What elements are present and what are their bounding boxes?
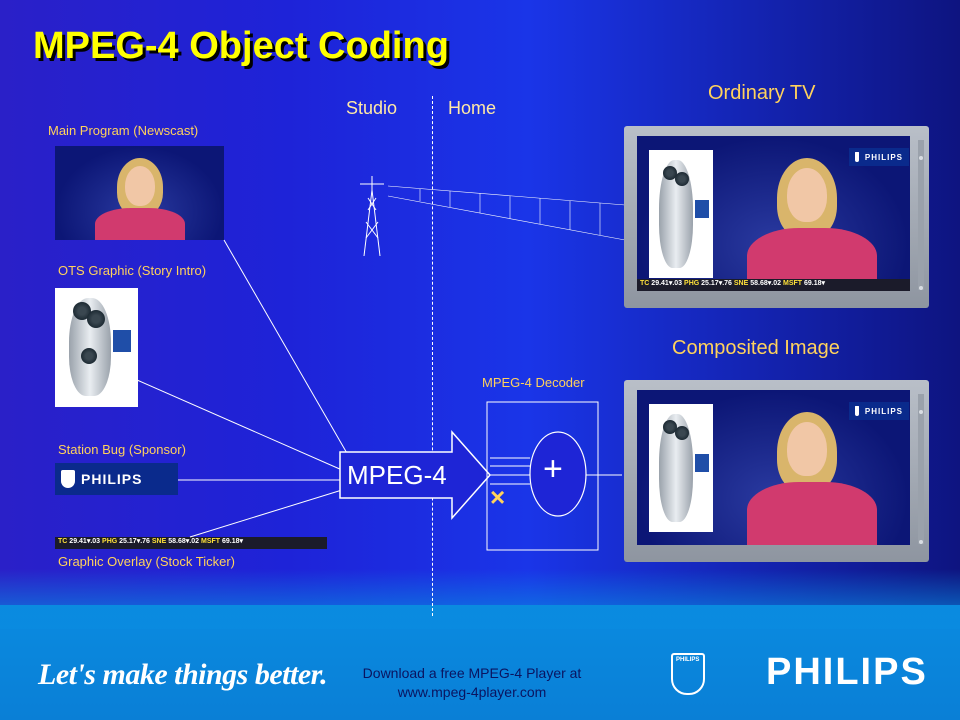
compositor-plus-icon: + (543, 450, 563, 488)
crest-wordmark: PHILIPS (676, 657, 700, 663)
ticker-value: 58.68 (750, 280, 768, 287)
composited-image-label: Composited Image (672, 337, 840, 359)
tv-station-bug: PHILIPS (849, 148, 909, 166)
ots-graphic-label: OTS Graphic (Story Intro) (58, 263, 207, 278)
ticker-value: 58.68 (168, 538, 186, 545)
product-box (695, 454, 709, 472)
ordinary-tv-screen: PHILIPS TC 29.41▾.03 PHG 25.17▾.76 SNE 5… (637, 136, 910, 291)
compositor-times-icon: × (490, 482, 506, 512)
shaver-head (87, 310, 105, 328)
mpeg4-encoder-arrow (339, 430, 492, 520)
ticker-change: .76 (722, 280, 732, 287)
philips-shield-icon (855, 152, 859, 162)
ticker-symbol: PHG (684, 280, 700, 287)
ticker-symbol: PHG (102, 538, 118, 545)
ticker-symbol: MSFT (200, 538, 221, 545)
ticker-change: .02 (189, 538, 200, 545)
compositor-ellipse (529, 431, 587, 517)
stock-ticker-source: TC 29.41▾.03 PHG 25.17▾.76 SNE 58.68▾.02… (55, 537, 327, 549)
anchor-jacket (95, 208, 185, 240)
graphic-overlay-label: Graphic Overlay (Stock Ticker) (58, 554, 235, 569)
shaver-head (663, 420, 677, 434)
decoder-label: MPEG-4 Decoder (482, 375, 585, 390)
anchor-face (125, 166, 155, 206)
ticker-value: 69.18 (222, 538, 240, 545)
shaver-head (675, 426, 689, 440)
download-line: Download a free MPEG-4 Player at (362, 665, 582, 681)
station-bug-wordmark: PHILIPS (81, 471, 143, 487)
footer-band (0, 569, 960, 720)
product-box (113, 330, 131, 352)
tv-ots-graphic (649, 150, 713, 278)
studio-home-divider (432, 96, 433, 616)
tv-ticker: TC 29.41▾.03 PHG 25.17▾.76 SNE 58.68▾.02… (637, 279, 910, 291)
source-lines (136, 239, 349, 538)
ticker-line (189, 489, 343, 538)
slide-title: MPEG-4 Object Coding (33, 25, 449, 67)
broadcast-beam (387, 185, 626, 241)
tv-knob (919, 156, 923, 160)
studio-label: Studio (346, 98, 398, 118)
tv-knob (919, 540, 923, 544)
philips-shield-icon (61, 470, 75, 488)
anchor-jacket (747, 482, 877, 545)
ticker-symbol: SNE (151, 538, 167, 545)
decoder-lines (490, 457, 622, 485)
ticker-change: .03 (90, 538, 101, 545)
tv-bug-wordmark: PHILIPS (864, 152, 903, 162)
home-label: Home (448, 98, 497, 118)
tv-bug-wordmark: PHILIPS (864, 406, 903, 416)
ticker-change: .02 (771, 280, 782, 287)
philips-logo: PHILIPS (766, 651, 928, 693)
newscast-thumbnail (55, 146, 224, 240)
anchor-face (787, 422, 827, 476)
encoder-label: MPEG-4 (347, 460, 447, 490)
ticker-value: 25.17 (701, 280, 719, 287)
tv-side-panel (918, 140, 924, 290)
tv-knob (919, 286, 923, 290)
slogan: Let's make things better. (38, 658, 328, 691)
composited-tv: PHILIPS (624, 380, 929, 562)
anchor-face (787, 168, 827, 222)
download-note: Download a free MPEG-4 Player at www.mpe… (322, 664, 622, 702)
ticker-value: 25.17 (119, 538, 137, 545)
philips-shield-icon (855, 406, 859, 416)
ordinary-tv-label: Ordinary TV (708, 82, 816, 104)
ticker-value: 29.41 (651, 280, 669, 287)
newscast-line (223, 239, 349, 456)
philips-crest-icon (671, 653, 705, 695)
tv-knob (919, 410, 923, 414)
ticker-change: .03 (672, 280, 683, 287)
composited-tv-screen: PHILIPS (637, 390, 910, 545)
ticker-value: 69.18 (804, 280, 822, 287)
ticker-symbol: TC (58, 538, 68, 545)
ordinary-tv: PHILIPS TC 29.41▾.03 PHG 25.17▾.76 SNE 5… (624, 126, 929, 308)
tv-station-bug: PHILIPS (849, 402, 909, 420)
ticker-change: .76 (140, 538, 150, 545)
station-bug-logo: PHILIPS (55, 463, 178, 495)
ticker-value: 29.41 (69, 538, 87, 545)
shaver-head (663, 166, 677, 180)
tv-side-panel (918, 394, 924, 544)
download-link[interactable]: www.mpeg-4player.com (397, 684, 547, 700)
ticker-symbol: SNE (733, 280, 749, 287)
product-box (695, 200, 709, 218)
decoder-box (486, 401, 599, 551)
ots-line (136, 379, 343, 471)
shaver-head (73, 302, 91, 320)
main-program-label: Main Program (Newscast) (48, 123, 199, 138)
antenna-icon (360, 176, 384, 257)
shaver-dial (81, 348, 97, 364)
tv-ots-graphic (649, 404, 713, 532)
station-bug-label: Station Bug (Sponsor) (58, 442, 186, 457)
ticker-symbol: TC (640, 280, 650, 287)
ticker-symbol: MSFT (782, 280, 803, 287)
ots-graphic-thumbnail (55, 288, 138, 407)
shaver-head (675, 172, 689, 186)
